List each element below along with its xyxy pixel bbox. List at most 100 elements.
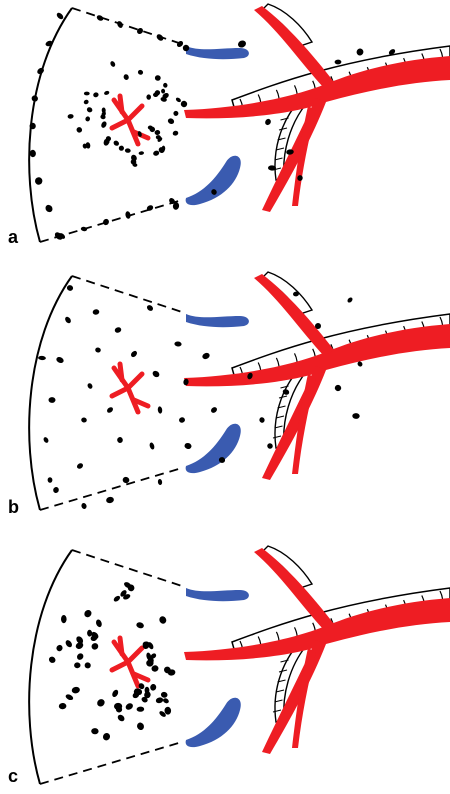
nodule (172, 130, 179, 136)
nodule (96, 14, 104, 22)
nodule (76, 652, 85, 661)
nodules (29, 12, 396, 242)
nodule (172, 110, 179, 117)
nodule (124, 702, 134, 711)
nodule (85, 116, 91, 122)
nodule (52, 486, 59, 494)
septum-bottom (40, 742, 182, 784)
pleura-line (29, 550, 72, 784)
nodule (86, 106, 93, 113)
nodule (163, 83, 168, 88)
nodule (146, 94, 151, 99)
arteriole-branch (120, 364, 122, 380)
vein-upper (186, 588, 249, 601)
nodule (30, 94, 39, 103)
vein-upper (186, 314, 249, 327)
centrilobular-arteriole (112, 364, 148, 412)
nodule (81, 417, 88, 423)
nodule (113, 140, 121, 147)
nodules (48, 581, 176, 742)
nodule (160, 691, 168, 698)
lobule-diagram-b (0, 266, 450, 516)
panel-a: a (0, 0, 450, 250)
nodule (43, 436, 50, 443)
nodule (95, 347, 102, 353)
nodule (150, 684, 157, 691)
lobule-diagram-a (0, 0, 450, 250)
nodule (356, 48, 364, 57)
artery-upper-branch (254, 548, 334, 630)
septum-top (72, 8, 182, 44)
nodule (136, 721, 145, 731)
nodule (175, 97, 182, 103)
nodule (91, 728, 99, 735)
centrilobular-arteriole (112, 96, 148, 144)
panel-label-b: b (8, 498, 19, 516)
nodule (75, 635, 85, 645)
nodule (125, 211, 131, 219)
nodule (109, 60, 116, 67)
septum-bottom (40, 468, 182, 510)
panel-label-a: a (8, 228, 18, 246)
nodule (106, 406, 114, 414)
nodule (130, 350, 138, 359)
pleura-line (29, 276, 72, 510)
centrilobular-arteriole (112, 638, 148, 686)
arteriole-branch (120, 96, 122, 112)
arteriole-branch (120, 638, 122, 654)
nodule (84, 92, 90, 96)
nodule (113, 595, 122, 603)
nodule (178, 417, 185, 424)
nodule (138, 151, 144, 155)
panel-b: b (0, 266, 450, 516)
vein-upper (186, 46, 249, 59)
nodule (92, 309, 99, 315)
nodule (201, 352, 210, 360)
nodule (161, 89, 165, 94)
septum-top (72, 550, 182, 586)
nodule (164, 707, 171, 715)
nodule (34, 176, 44, 186)
arteriole-branch (112, 388, 128, 396)
nodule (95, 619, 103, 628)
nodule (75, 126, 83, 134)
nodule (184, 442, 192, 450)
nodule (56, 12, 65, 21)
arteriole-branch (112, 662, 128, 670)
nodule (335, 59, 342, 64)
nodule (81, 502, 88, 509)
nodule (87, 630, 92, 637)
nodule (55, 356, 64, 364)
nodule (64, 316, 72, 325)
nodule (66, 285, 73, 292)
nodule (29, 150, 36, 158)
nodule (162, 697, 170, 704)
nodule (155, 75, 161, 81)
nodule (334, 384, 342, 392)
nodule (352, 413, 360, 419)
lobule-group (29, 272, 450, 510)
nodule (154, 130, 160, 136)
panel-label-c: c (8, 767, 18, 785)
panel-c: c (0, 538, 450, 794)
nodule (174, 341, 182, 347)
nodule (102, 732, 112, 742)
nodule (111, 689, 119, 698)
nodule (48, 477, 53, 483)
nodule (259, 416, 266, 423)
nodule (137, 69, 144, 76)
nodule (65, 693, 74, 701)
arteriole-branch (128, 648, 142, 662)
septum-top (72, 276, 182, 312)
nodule (59, 703, 67, 710)
nodule (151, 665, 159, 673)
nodule (83, 609, 93, 619)
nodule (102, 218, 110, 226)
arteriole-branch (128, 374, 142, 388)
nodule (44, 203, 54, 213)
nodule (180, 100, 188, 108)
nodule (100, 120, 107, 128)
nodule (266, 442, 274, 450)
nodule (84, 661, 92, 669)
lobule-diagram-c (0, 538, 450, 794)
